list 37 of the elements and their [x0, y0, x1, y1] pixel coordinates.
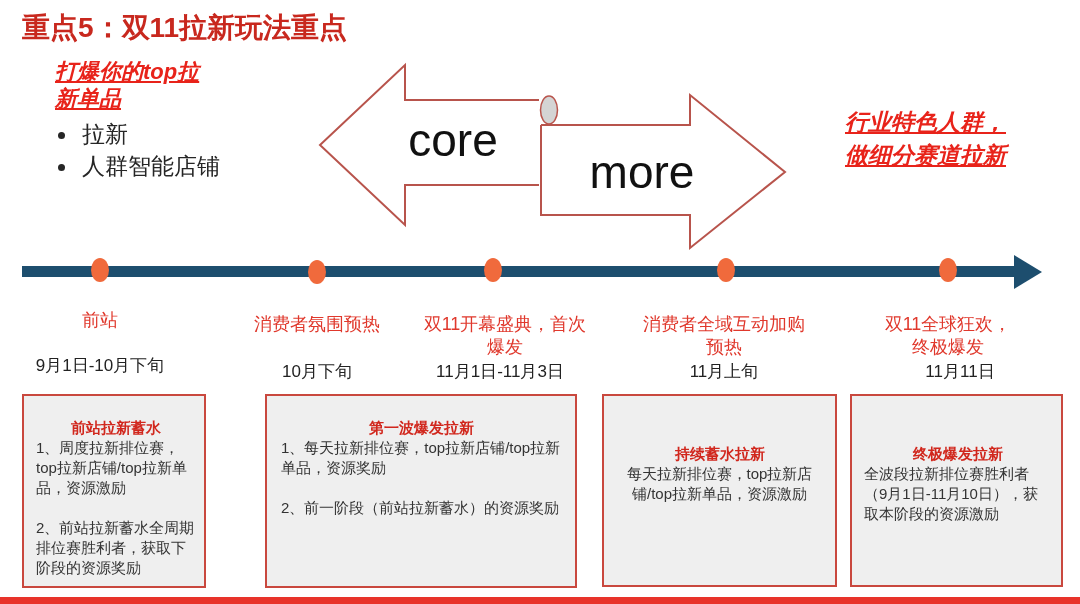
slide-title: 重点5：双11拉新玩法重点 [22, 11, 348, 45]
section-heading: 打爆你的top拉新单品 [55, 58, 202, 112]
stage-label: 双11全球狂欢，终极爆发 [883, 313, 1013, 359]
pointer-banner [539, 93, 788, 251]
bullet-text: 拉新 [82, 120, 128, 149]
date-label: 9月1日-10月下旬 [35, 355, 165, 377]
timeline-dot [939, 258, 957, 282]
date-label: 11月上旬 [689, 361, 759, 383]
date-label: 11月1日-11月3日 [436, 361, 564, 383]
stage-box [602, 394, 837, 587]
stage-label: 消费者氛围预热 [254, 313, 380, 336]
box-text: 1、周度拉新排位赛，top拉新店铺/top拉新单品，资源激励 [36, 438, 188, 498]
date-label: 10月下旬 [282, 361, 352, 383]
box-text: 全波段拉新排位赛胜利者（9月1日-11月10日），获取本阶段的资源激励 [864, 464, 1039, 524]
stage-label: 消费者全域互动加购预热 [642, 313, 806, 359]
banner-label: more [589, 146, 695, 198]
timeline-dot [91, 258, 109, 282]
box-text: 2、前站拉新蓄水全周期排位赛胜利者，获取下阶段的资源奖励 [36, 518, 196, 578]
box-text: 每天拉新排位赛，top拉新店铺/top拉新单品，资源激励 [625, 464, 814, 504]
box-text: 2、前一阶段（前站拉新蓄水）的资源奖励 [281, 498, 561, 518]
timeline-dot [484, 258, 502, 282]
banner-label: core [408, 114, 498, 166]
box-heading: 前站拉新蓄水 [70, 418, 162, 438]
box-text: 1、每天拉新排位赛，top拉新店铺/top拉新单品，资源奖励 [281, 438, 561, 478]
box-heading: 第一波爆发拉新 [367, 418, 475, 438]
box-heading: 终极爆发拉新 [911, 444, 1004, 464]
timeline-dot [308, 260, 326, 284]
date-label: 11月11日 [925, 361, 995, 383]
bullet-text: 人群智能店铺 [82, 152, 220, 181]
timeline-dot [717, 258, 735, 282]
stage-box [265, 394, 577, 588]
stage-box [850, 394, 1063, 587]
box-heading: 持续蓄水拉新 [673, 444, 766, 464]
stage-box [22, 394, 206, 588]
stage-label: 前站 [82, 309, 118, 332]
stage-label: 双11开幕盛典，首次爆发 [422, 313, 588, 359]
section-heading: 行业特色人群，做细分赛道拉新 [845, 106, 1013, 172]
